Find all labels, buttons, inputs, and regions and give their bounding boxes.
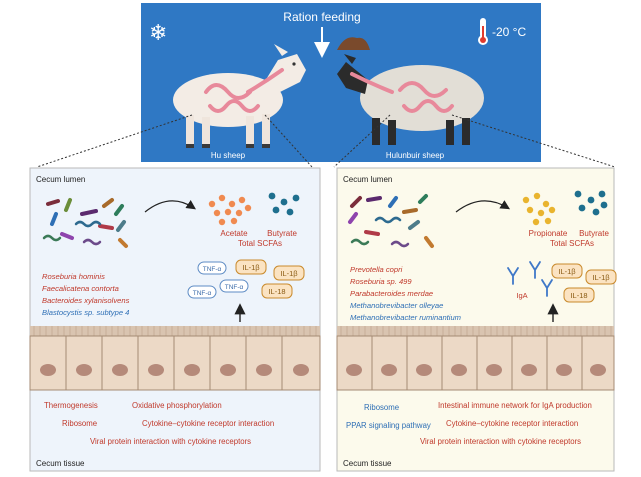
left-cytokine-il1b-1: IL-1β xyxy=(235,259,267,275)
left-taxon-2: Faecalicatena contorta xyxy=(42,284,119,293)
hu-sheep-label: Hu sheep xyxy=(211,151,246,160)
svg-text:IL-1β: IL-1β xyxy=(558,267,576,276)
svg-text:IL-18: IL-18 xyxy=(268,287,285,296)
right-cytokine-il18: IL-18 xyxy=(563,287,595,303)
right-taxon-2: Roseburia sp. 499 xyxy=(350,277,412,286)
right-panel: Cecum lumen Propionate xyxy=(336,167,617,472)
right-metabolite-butyrate: Butyrate xyxy=(579,229,609,238)
svg-text:IL-1β: IL-1β xyxy=(592,273,610,282)
svg-text:IL-1β: IL-1β xyxy=(242,263,260,272)
left-metabolite-acetate: Acetate xyxy=(220,229,248,238)
left-pathway-viral-protein: Viral protein interaction with cytokine … xyxy=(90,437,251,446)
hu-sheep-illustration xyxy=(173,44,306,148)
banner: ❄ Ration feeding -20 °C xyxy=(141,3,541,162)
svg-text:TNF-α: TNF-α xyxy=(225,284,244,291)
right-taxon-5: Methanobrevibacter ruminantium xyxy=(350,313,461,322)
left-cytokine-tnf-1: TNF-α xyxy=(197,261,227,275)
left-tissue-label: Cecum tissue xyxy=(36,459,85,468)
snowflake-icon: ❄ xyxy=(149,20,167,45)
right-propionate-dots xyxy=(522,192,556,226)
right-total-scfas: Total SCFAs xyxy=(550,239,594,248)
svg-text:IL-18: IL-18 xyxy=(570,291,587,300)
right-butyrate-dots xyxy=(574,190,608,216)
right-pathway-ppar: PPAR signaling pathway xyxy=(346,421,431,430)
right-bacteria-cluster xyxy=(348,194,434,248)
left-epithelium xyxy=(29,326,321,391)
left-metabolite-butyrate: Butyrate xyxy=(267,229,297,238)
right-pathway-cytokine-receptor: Cytokine–cytokine receptor interaction xyxy=(446,419,578,428)
right-cytokine-il1b-2: IL-1β xyxy=(585,269,617,285)
left-cytokine-il1b-2: IL-1β xyxy=(273,265,305,281)
right-pathway-viral-protein: Viral protein interaction with cytokine … xyxy=(420,437,581,446)
svg-text:TNF-α: TNF-α xyxy=(203,266,222,273)
left-taxon-3: Bacteroides xylanisolvens xyxy=(42,296,130,305)
left-taxon-4: Blastocystis sp. subtype 4 xyxy=(42,308,129,317)
left-lumen-label: Cecum lumen xyxy=(36,175,85,184)
left-panel-background xyxy=(29,167,321,472)
right-lumen-label: Cecum lumen xyxy=(343,175,392,184)
left-total-scfas: Total SCFAs xyxy=(238,239,282,248)
right-curved-arrow xyxy=(455,200,511,213)
right-metabolite-propionate: Propionate xyxy=(529,229,568,238)
left-panel: Cecum lumen xyxy=(29,167,321,472)
right-taxon-3: Parabacteroides merdae xyxy=(350,289,433,298)
svg-text:IL-1β: IL-1β xyxy=(280,269,298,278)
zoom-lines xyxy=(36,114,616,168)
hulunbuir-sheep-illustration xyxy=(337,54,484,145)
left-pathway-oxphos: Oxidative phosphorylation xyxy=(132,401,222,410)
thermometer-icon xyxy=(478,18,488,45)
right-tissue-label: Cecum tissue xyxy=(343,459,392,468)
iga-label: IgA xyxy=(516,291,527,300)
left-pathway-cytokine-receptor: Cytokine–cytokine receptor interaction xyxy=(142,419,274,428)
temperature-label: -20 °C xyxy=(492,25,526,39)
left-pathway-thermogenesis: Thermogenesis xyxy=(44,401,98,410)
right-taxon-1: Prevotella copri xyxy=(350,265,403,274)
right-cytokine-il1b-1: IL-1β xyxy=(551,263,583,279)
right-taxon-4: Methanobrevibacter olleyae xyxy=(350,301,443,310)
left-cytokine-il18: IL-18 xyxy=(261,283,293,299)
digestive-tract-icon-right xyxy=(350,72,454,113)
digestive-tract-icon xyxy=(204,68,284,113)
right-epithelium xyxy=(336,326,615,391)
svg-text:TNF-α: TNF-α xyxy=(193,290,212,297)
hulunbuir-sheep-label: Hulunbuir sheep xyxy=(386,151,445,160)
left-acetate-dots xyxy=(208,194,252,226)
left-pathway-ribosome: Ribosome xyxy=(62,419,97,428)
feeding-label: Ration feeding xyxy=(283,10,360,24)
left-butyrate-dots xyxy=(268,192,300,216)
feed-pile-icon xyxy=(337,37,370,50)
right-pathway-iga: Intestinal immune network for IgA produc… xyxy=(438,401,592,410)
left-curved-arrow xyxy=(144,200,196,213)
left-bacteria-cluster xyxy=(42,198,128,248)
left-cytokine-tnf-2: TNF-α xyxy=(187,285,217,299)
iga-antibody-icons xyxy=(507,261,553,297)
right-pathway-ribosome: Ribosome xyxy=(364,403,399,412)
left-taxon-1: Roseburia hominis xyxy=(42,272,105,281)
left-cytokine-tnf-3: TNF-α xyxy=(219,279,249,293)
